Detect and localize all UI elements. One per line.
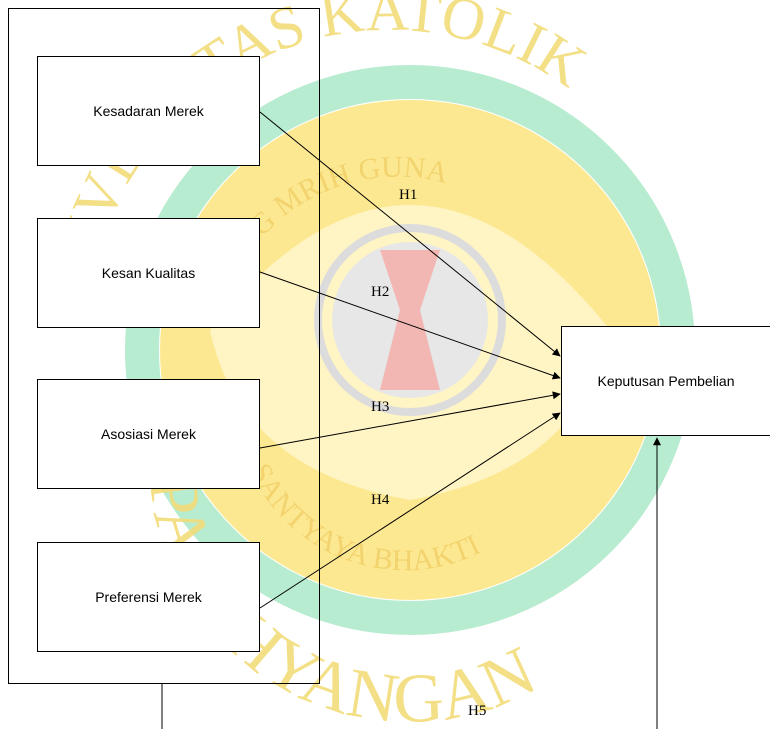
label-h4: H4 — [371, 492, 390, 508]
node-label: Kesan Kualitas — [101, 265, 196, 281]
arrow-h4 — [259, 412, 561, 609]
node-asosiasi-merek: Asosiasi Merek — [37, 379, 260, 489]
label-h2: H2 — [371, 284, 390, 300]
node-label: Kesadaran Merek — [93, 103, 204, 119]
node-label: Keputusan Pembelian — [597, 373, 735, 389]
node-label: Preferensi Merek — [95, 589, 202, 605]
node-label: Asosiasi Merek — [101, 426, 196, 442]
label-h3: H3 — [371, 399, 390, 415]
seal-center-emblem — [314, 224, 506, 416]
arrow-h2 — [259, 271, 561, 380]
node-preferensi-merek: Preferensi Merek — [37, 542, 260, 652]
independent-variables-frame — [8, 8, 320, 684]
node-kesan-kualitas: Kesan Kualitas — [37, 218, 260, 328]
arrow-h3 — [259, 391, 561, 449]
node-kesadaran-merek: Kesadaran Merek — [37, 56, 260, 166]
label-h1: H1 — [399, 187, 418, 203]
node-keputusan-pembelian: Keputusan Pembelian — [561, 326, 770, 436]
arrow-h1 — [259, 111, 561, 357]
label-h5: H5 — [468, 703, 487, 719]
